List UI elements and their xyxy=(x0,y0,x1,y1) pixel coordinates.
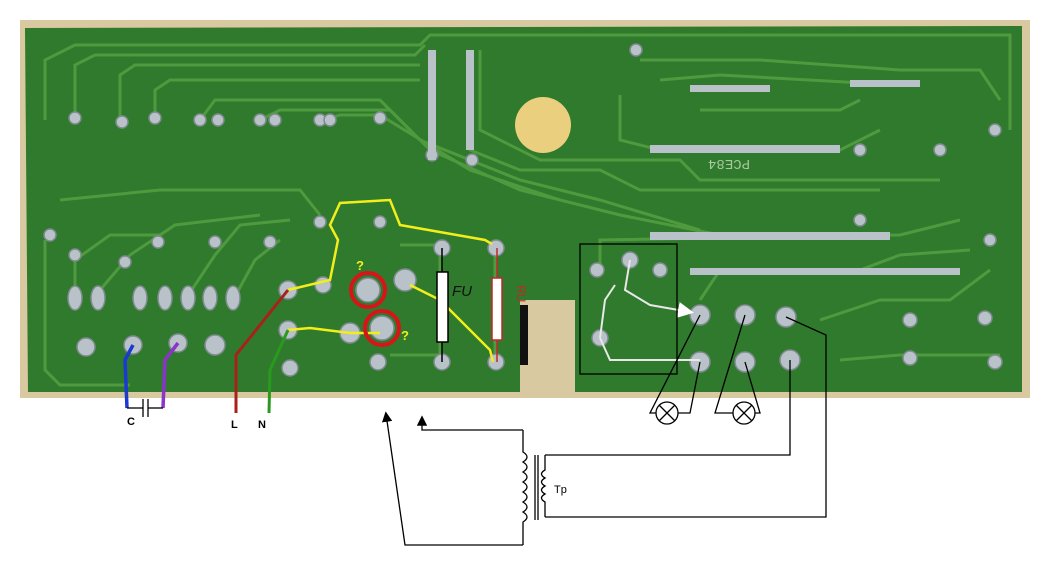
capacitor-wire-b xyxy=(161,341,180,409)
highlight-circle-2 xyxy=(363,309,401,347)
resistor-symbol xyxy=(491,277,503,341)
capacitor-symbol xyxy=(127,399,163,417)
highlight-circle-1 xyxy=(349,271,387,309)
transformer-symbol xyxy=(381,411,547,546)
mounting-hole xyxy=(515,97,571,153)
capacitor-label: C xyxy=(127,416,135,428)
question-mark-1: ? xyxy=(356,258,364,273)
connector-edge xyxy=(520,305,528,365)
line-label: L xyxy=(231,419,238,431)
fuse-symbol xyxy=(436,271,449,343)
fuse-label: FU xyxy=(452,283,472,300)
line-wire xyxy=(234,289,290,413)
highlight-box xyxy=(579,243,678,375)
ic-pin-rows xyxy=(428,50,960,275)
neutral-label: N xyxy=(258,419,266,431)
transformer-label: Tp xyxy=(554,484,567,496)
question-mark-2: ? xyxy=(401,328,409,343)
lamp-icon-1 xyxy=(655,401,679,425)
capacitor-wire-a xyxy=(123,344,135,409)
lamp-wiring xyxy=(545,314,827,518)
silkscreen-label: PCE84 xyxy=(708,155,750,171)
white-annotation-traces xyxy=(599,259,700,361)
neutral-wire xyxy=(267,329,290,414)
lamp-icon-2 xyxy=(732,401,756,425)
resistor-label: RU xyxy=(514,285,528,302)
